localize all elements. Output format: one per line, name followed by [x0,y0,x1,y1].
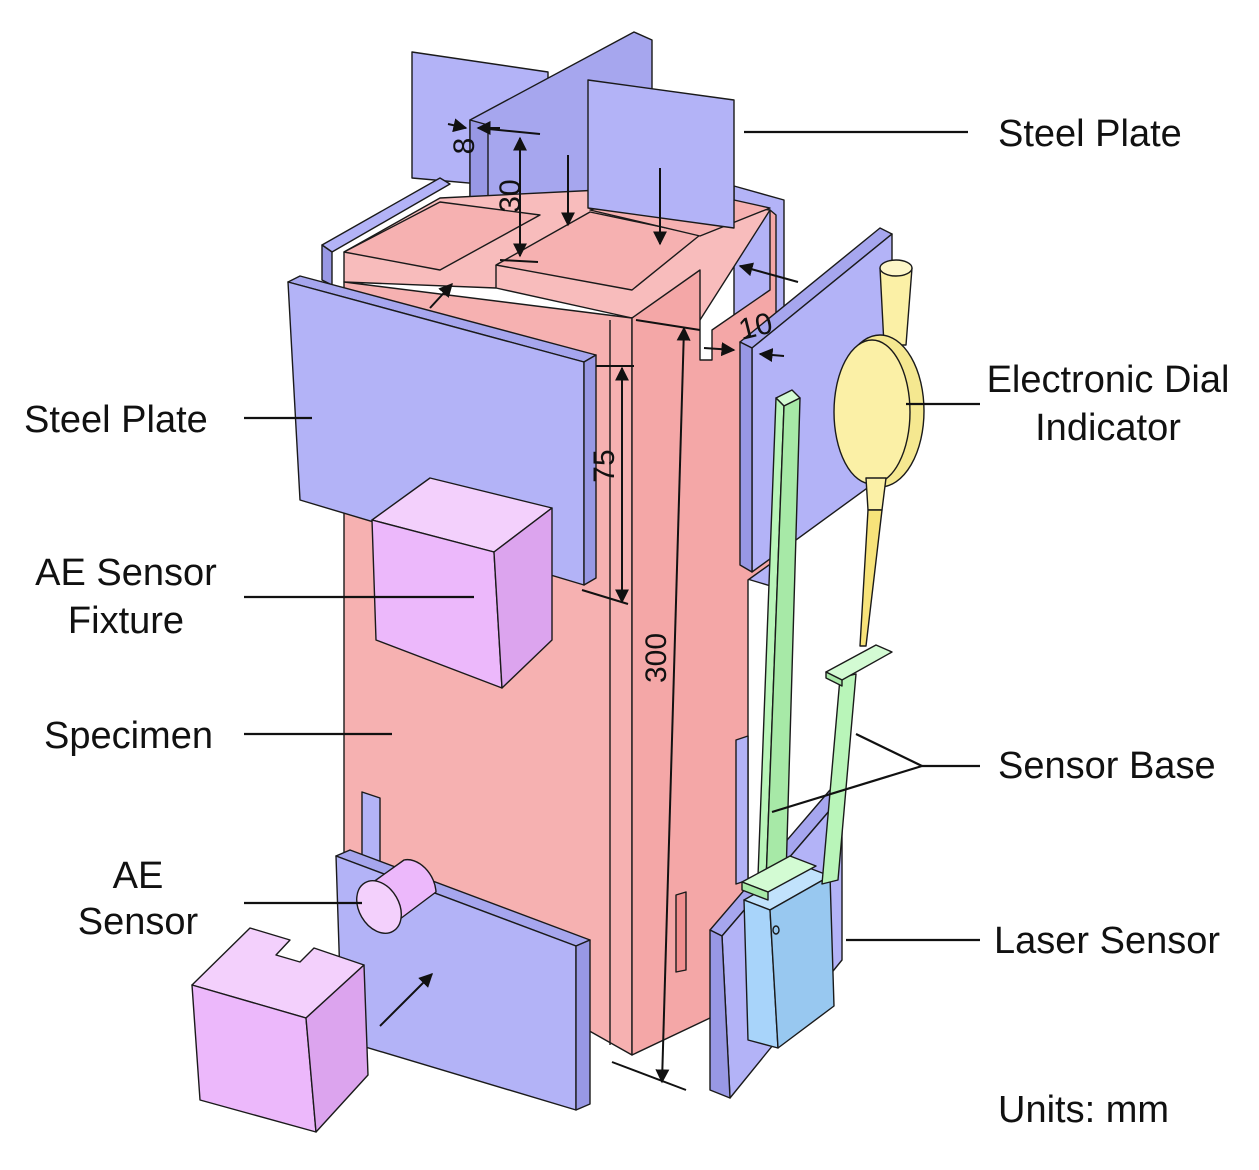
ae-sensor-fixture [371,477,553,689]
sensor-base [741,389,893,901]
label-laser-sensor: Laser Sensor [994,920,1220,962]
label-specimen: Specimen [44,715,213,757]
label-steel-plate-left: Steel Plate [24,399,208,441]
dim-specimen-height: 300 [640,633,673,683]
label-ae-sensor-line2: Sensor [78,901,199,943]
label-ae-sensor-line1: AE [113,855,164,897]
dim-notch-depth: 30 [494,179,527,212]
label-sensor-base: Sensor Base [998,745,1216,787]
ae-sensor-fixture-lower [191,927,369,1133]
dimension-lines [379,118,799,1091]
electronic-dial-indicator [833,259,925,647]
dim-gap: 10 [736,307,776,347]
label-steel-plate-top: Steel Plate [998,113,1182,155]
label-ae-fixture-line2: Fixture [68,600,184,642]
dim-notch-width: 8 [448,138,481,155]
ae-sensor [356,858,437,934]
label-units: Units: mm [998,1089,1169,1131]
label-ae-fixture-line1: AE Sensor [35,552,217,594]
dim-fixture-height: 75 [588,449,621,482]
label-electronic-dial-line1: Electronic Dial [987,359,1230,401]
leader-lines [244,130,980,942]
steel-plate-top-front [587,79,735,229]
steel-plate-left-back [321,177,451,286]
label-electronic-dial-line2: Indicator [1035,407,1181,449]
